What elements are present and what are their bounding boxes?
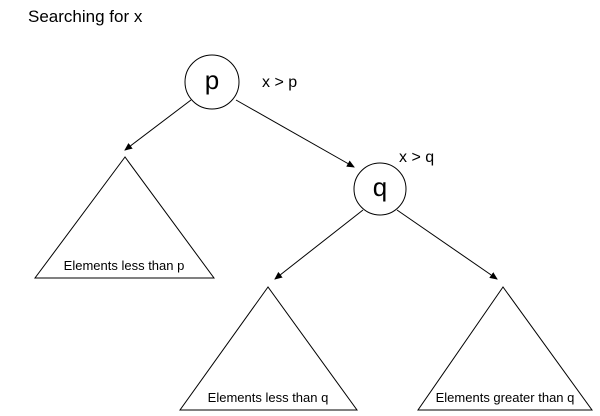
node-q-label: q xyxy=(373,172,387,202)
edge-p-to-less-than-p xyxy=(124,99,192,151)
subtree-less-than-p-label: Elements less than p xyxy=(64,258,185,273)
condition-x-greater-than-q: x > q xyxy=(399,149,434,166)
subtree-less-than-q-label: Elements less than q xyxy=(208,390,329,405)
subtree-greater-than-q-label: Elements greater than q xyxy=(436,390,575,405)
edge-q-to-less-than-q xyxy=(274,209,364,280)
diagram-title: Searching for x xyxy=(28,7,143,26)
edge-q-to-greater-than-q xyxy=(396,209,498,280)
subtree-less-than-q-triangle xyxy=(179,286,358,411)
subtree-greater-than-q-triangle xyxy=(417,286,593,411)
node-p-circle xyxy=(184,54,240,110)
condition-x-greater-than-p: x > p xyxy=(262,74,297,91)
edge-p-to-q xyxy=(235,99,355,168)
subtree-less-than-p-triangle xyxy=(34,156,215,279)
node-q-circle xyxy=(353,162,407,216)
node-p-label: p xyxy=(205,65,219,95)
